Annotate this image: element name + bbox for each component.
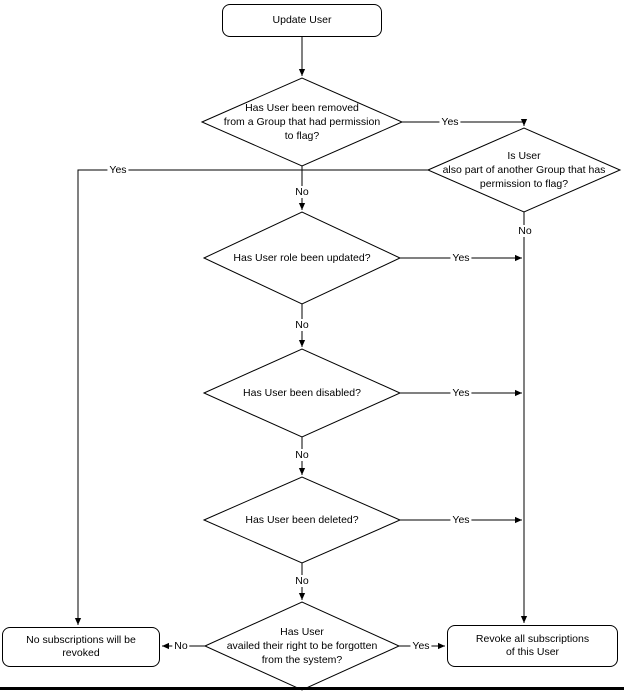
edge-label-role-no: No <box>293 319 311 331</box>
node-revoke-all-subscriptions: Revoke all subscriptions of this User <box>447 625 618 667</box>
edge-label-disabled-yes: Yes <box>450 387 472 399</box>
edge-label-removed-yes: Yes <box>439 116 461 128</box>
node-role-updated-label: Has User role been updated? <box>233 252 371 264</box>
bottom-border-bar <box>0 687 624 690</box>
edge-label-removed-no: No <box>293 186 311 198</box>
edge-label-forgotten-no: No <box>172 640 190 652</box>
node-right-to-be-forgotten-label: Has User availed their right to be forgo… <box>226 626 378 666</box>
edge-label-deleted-yes: Yes <box>450 514 472 526</box>
node-no-subscriptions-revoked: No subscriptions will be revoked <box>2 627 160 667</box>
edge-label-other-group-yes: Yes <box>107 164 129 176</box>
edge-removed-yes-to-other-group <box>402 118 528 126</box>
diamond-right-to-be-forgotten-shape <box>203 601 401 691</box>
diamond-role-updated-shape <box>202 211 402 305</box>
diamond-user-disabled-shape <box>202 348 402 438</box>
node-removed-from-group-label: Has User been removed from a Group that … <box>223 102 381 142</box>
edge-label-deleted-no: No <box>293 575 311 587</box>
diamond-user-deleted-shape <box>202 476 402 564</box>
node-update-user: Update User <box>222 4 382 37</box>
node-user-disabled-label: Has User been disabled? <box>243 387 361 399</box>
node-user-deleted-label: Has User been deleted? <box>245 514 359 526</box>
edge-label-other-group-no: No <box>516 225 534 237</box>
diamond-other-group-shape <box>426 127 622 213</box>
edge-other-group-yes-to-no-revoke <box>74 169 428 625</box>
diamond-removed-from-group-shape <box>200 77 404 167</box>
node-other-group-permission-label: Is User also part of another Group that … <box>442 150 606 190</box>
edge-label-disabled-no: No <box>293 449 311 461</box>
edge-label-forgotten-yes: Yes <box>410 640 432 652</box>
edge-label-role-yes: Yes <box>450 252 472 264</box>
